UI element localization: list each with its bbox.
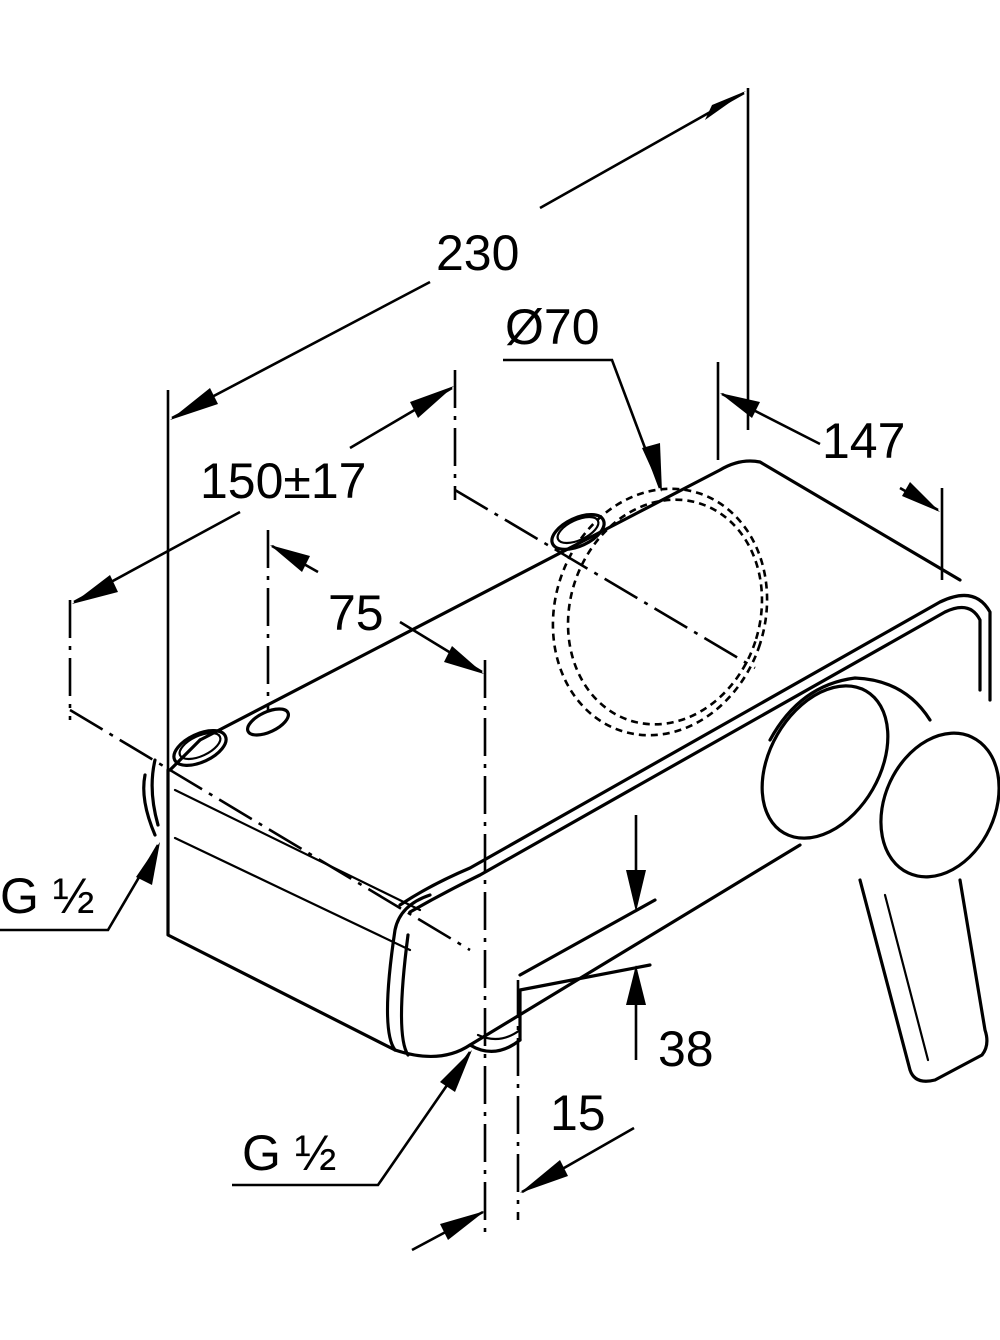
arrow-15-left bbox=[440, 1211, 485, 1240]
arrow-147-left bbox=[720, 393, 760, 418]
label-center-offset: 75 bbox=[328, 585, 384, 641]
arrow-75-right bbox=[444, 646, 484, 674]
label-connection-spacing: 150±17 bbox=[200, 453, 366, 509]
centre-lines bbox=[68, 370, 756, 1240]
label-projection: 15 bbox=[550, 1085, 606, 1141]
label-height: 38 bbox=[658, 1021, 714, 1077]
mixer-body bbox=[166, 459, 992, 1059]
arrow-230-left bbox=[170, 388, 218, 420]
inlet-connection-left bbox=[142, 729, 228, 837]
label-depth: 147 bbox=[822, 413, 905, 469]
arrow-147-right bbox=[902, 482, 940, 512]
arrow-150-left bbox=[72, 575, 118, 604]
lever-handle bbox=[760, 676, 1000, 1083]
outlet-spout bbox=[518, 898, 657, 1042]
label-handle-diameter: Ø70 bbox=[505, 299, 600, 355]
label-overall-width: 230 bbox=[436, 225, 519, 281]
dimension-labels: 230 Ø70 147 150±17 75 38 15 G ½ G ½ bbox=[0, 225, 905, 1181]
wall-cover-dashed-circle bbox=[551, 487, 769, 737]
arrow-38-bottom bbox=[626, 965, 646, 1005]
label-inlet-bottom: G ½ bbox=[242, 1125, 336, 1181]
dimension-arrowheads bbox=[72, 91, 940, 1240]
arrow-230-right bbox=[705, 91, 746, 120]
arrow-75-left bbox=[270, 545, 310, 572]
arrow-70-leader bbox=[642, 443, 662, 492]
arrow-g-bottom bbox=[440, 1050, 472, 1092]
arrow-15-right bbox=[520, 1160, 568, 1193]
arrow-g-left bbox=[136, 842, 160, 885]
arrow-150-right bbox=[410, 386, 454, 418]
outlet-connection-bottom bbox=[468, 1028, 522, 1053]
arrow-38-top bbox=[626, 870, 646, 912]
label-inlet-left: G ½ bbox=[0, 868, 94, 924]
